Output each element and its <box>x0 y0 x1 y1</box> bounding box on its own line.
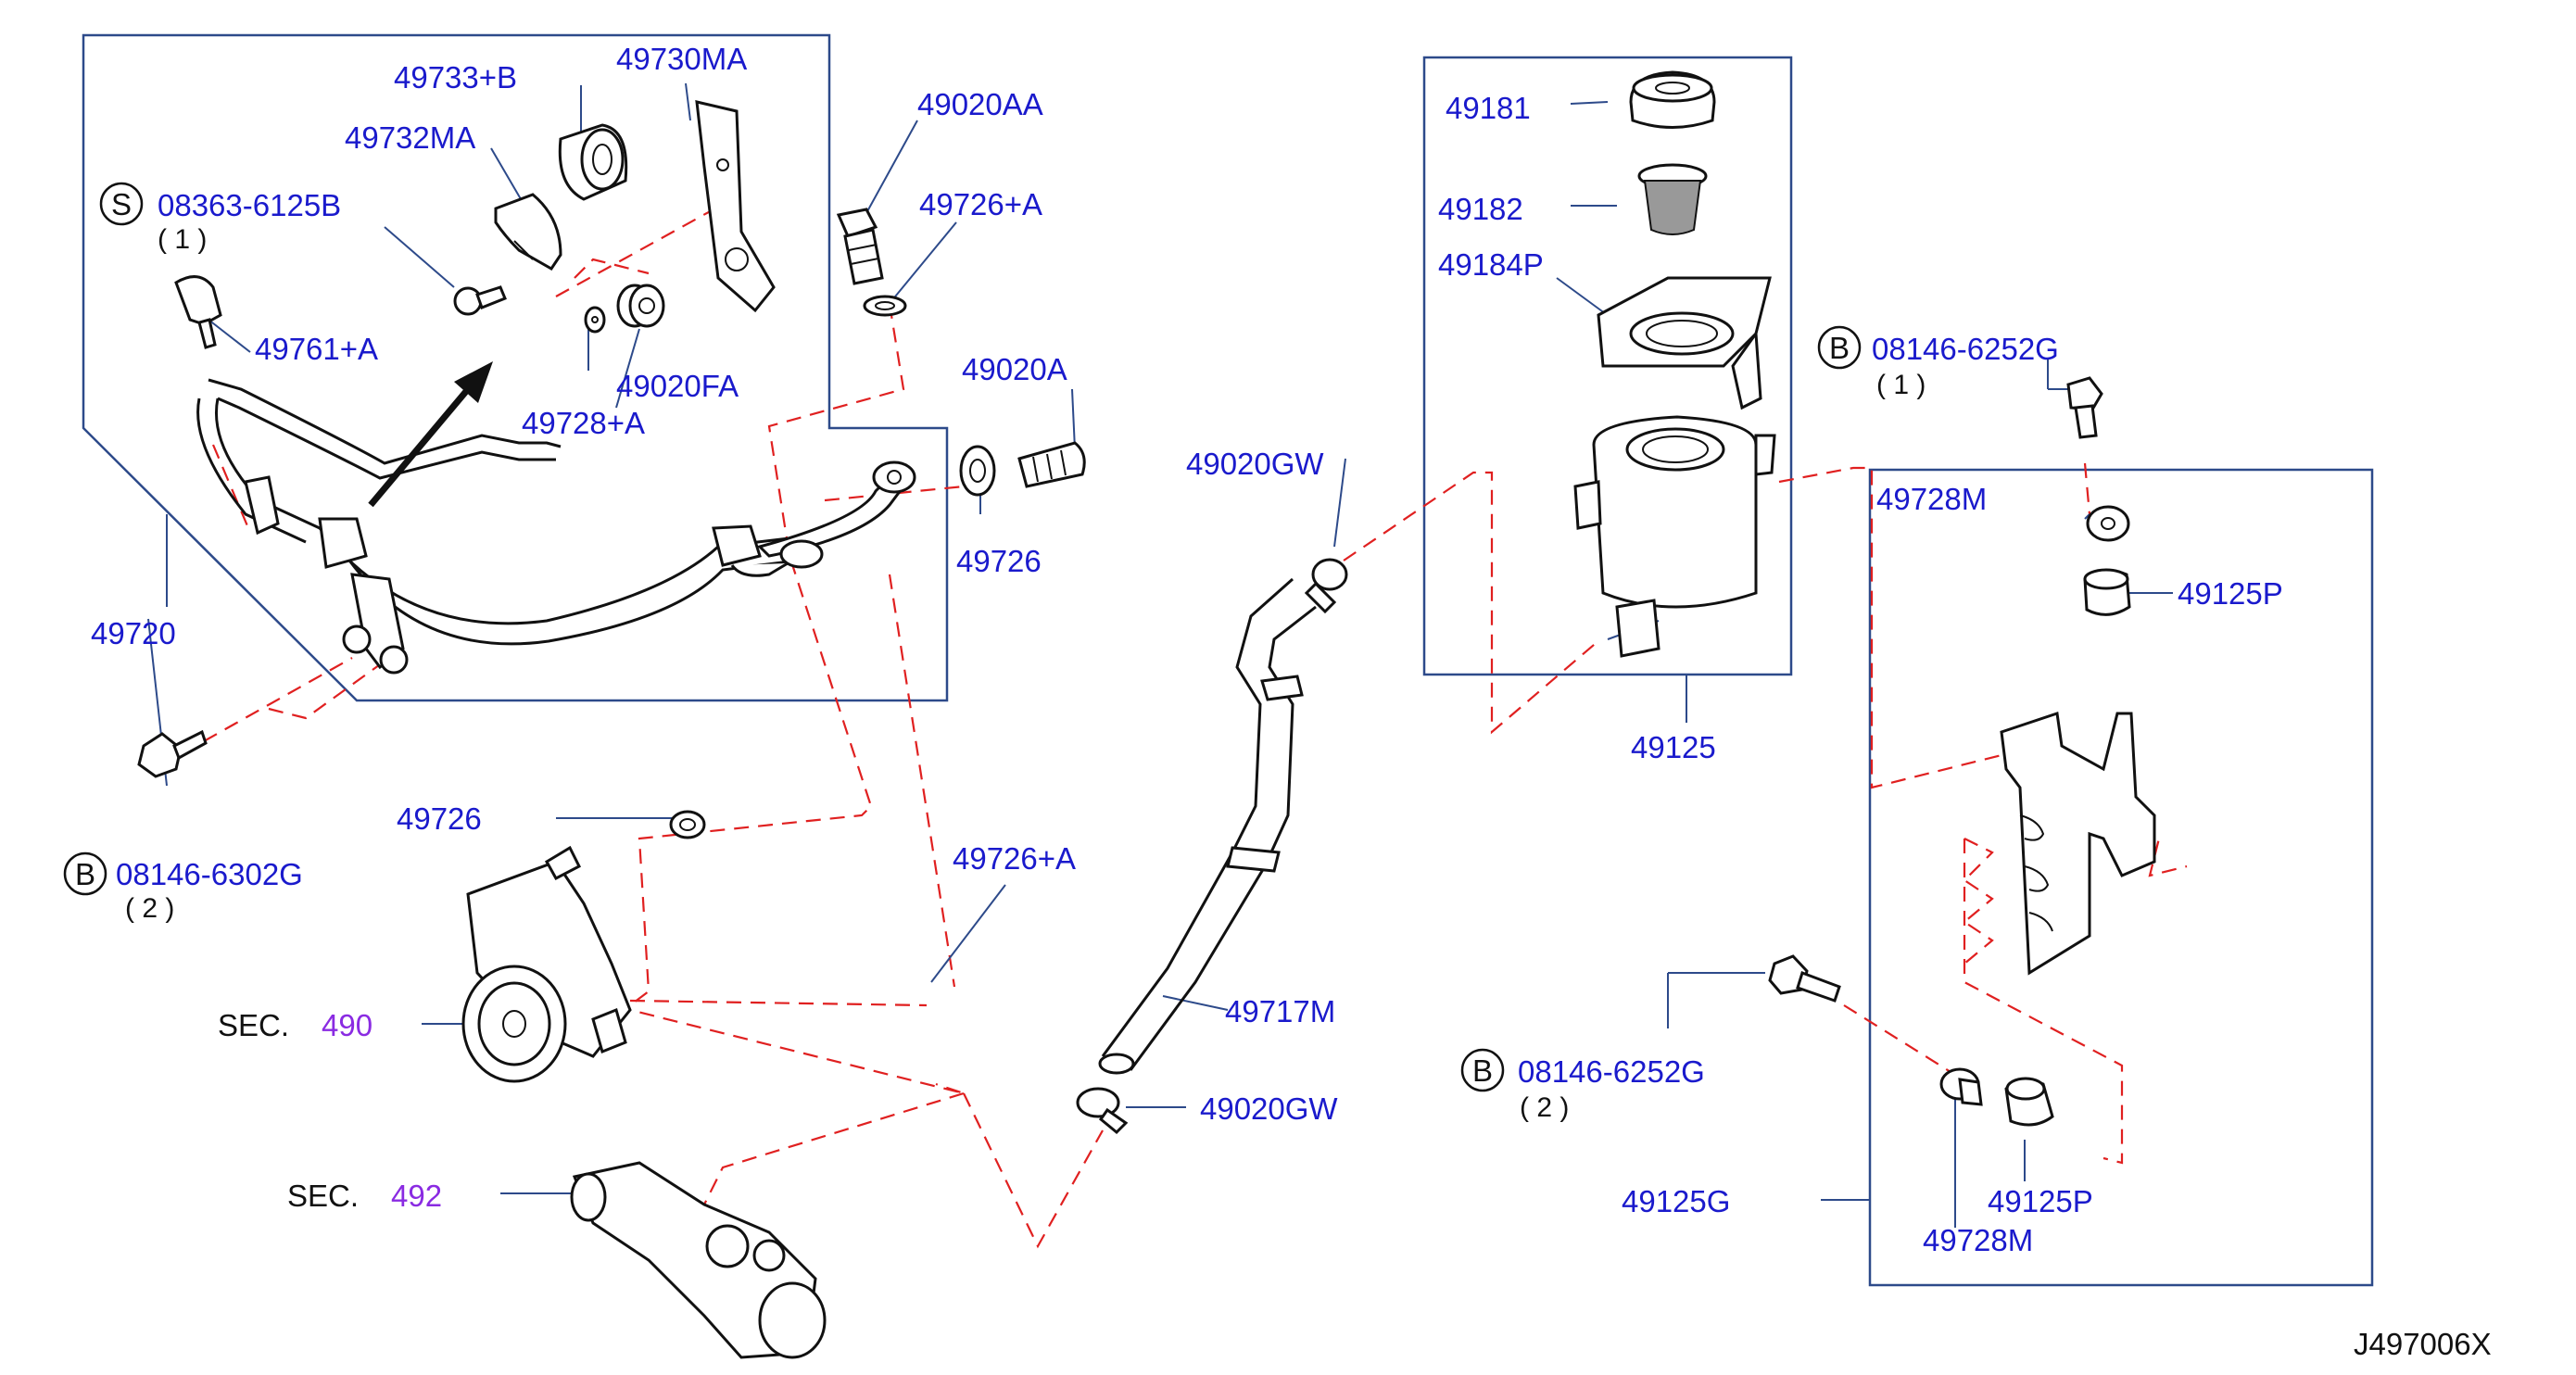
washer-49726a-top <box>863 295 907 317</box>
reservoir-frame <box>1422 56 1793 676</box>
sec-490-prefix: SEC. <box>218 1008 289 1042</box>
svg-text:B: B <box>1829 331 1850 365</box>
reservoir-cap-49181 <box>1629 70 1716 129</box>
label-49182: 49182 <box>1438 192 1523 226</box>
b-marker-bottom-right: B <box>1460 1048 1505 1092</box>
svg-text:B: B <box>75 857 95 891</box>
pipe-assembly-frame <box>82 33 949 702</box>
svg-text:B: B <box>1472 1053 1493 1088</box>
eye-bolt-49020a <box>1017 441 1086 488</box>
label-49020fa: 49020FA <box>616 369 739 403</box>
label-49720: 49720 <box>91 616 176 650</box>
grommet-49125p-top <box>2083 568 2131 616</box>
qty-08146-6252g-bottom: ( 2 ) <box>1520 1092 1569 1123</box>
grommet-49125p-bottom <box>2004 1077 2054 1127</box>
label-49020a: 49020A <box>962 352 1067 386</box>
label-49730ma: 49730MA <box>616 42 747 76</box>
label-49125g: 49125G <box>1622 1184 1730 1218</box>
label-49733b: 49733+B <box>394 60 517 95</box>
eye-bolt-49020aa <box>836 208 884 285</box>
washer-49728a <box>584 306 606 334</box>
arrow-up-right-icon <box>368 361 493 508</box>
diagram-code: J497006X <box>2354 1327 2492 1361</box>
label-08146-6252g-bottom: 08146-6252G <box>1518 1054 1705 1089</box>
b-marker-top-right: B <box>1817 325 1862 370</box>
reservoir-tank <box>1573 415 1776 658</box>
label-08146-6252g-top: 08146-6252G <box>1872 332 2059 366</box>
sec-492-prefix: SEC. <box>287 1179 359 1213</box>
label-49726a-top: 49726+A <box>919 187 1042 221</box>
label-49726a-mid: 49726+A <box>953 841 1076 876</box>
bracket-49730ma <box>695 100 776 313</box>
label-49125p-top: 49125P <box>2178 576 2283 611</box>
sec-492-number: 492 <box>391 1179 442 1213</box>
steering-gear <box>570 1161 827 1359</box>
washer-49728m-bottom <box>1939 1067 1983 1106</box>
bolt-08146-6302g <box>137 729 208 778</box>
label-49728a: 49728+A <box>522 406 645 440</box>
label-49761a: 49761+A <box>255 332 378 366</box>
pressure-pipe-49720 <box>196 378 916 675</box>
bolt-08146-6252g-bottom <box>1768 954 1841 1003</box>
label-49726-left: 49726 <box>397 801 482 836</box>
qty-08146-6252g-top: ( 1 ) <box>1876 370 1926 400</box>
b-marker-left: B <box>63 851 107 896</box>
washer-49726-left <box>669 810 706 839</box>
bushing-49733b <box>558 123 628 201</box>
mounting-bracket <box>2000 712 2156 976</box>
label-49726-right: 49726 <box>956 544 1042 578</box>
power-steering-pump <box>461 845 632 1083</box>
svg-text:S: S <box>111 187 132 221</box>
s-marker: S <box>99 182 144 226</box>
union-49761a <box>174 275 222 349</box>
clamp-49732ma <box>494 193 562 271</box>
hose-clamp-49020gw-bottom <box>1076 1087 1129 1135</box>
washer-49726-right <box>959 445 996 497</box>
label-49728m-top: 49728M <box>1876 482 1987 516</box>
label-08146-6302g: 08146-6302G <box>116 857 303 891</box>
label-49125: 49125 <box>1631 730 1716 764</box>
return-hose-49717m <box>1098 577 1317 1075</box>
label-49020aa: 49020AA <box>917 87 1043 121</box>
qty-08146-6302g: ( 2 ) <box>125 893 174 924</box>
label-49732ma: 49732MA <box>345 120 475 155</box>
label-08363-6125b: 08363-6125B <box>158 188 341 222</box>
hose-clamp-49020gw-top <box>1304 558 1348 614</box>
label-49020gw-top: 49020GW <box>1186 447 1324 481</box>
label-49184p: 49184P <box>1438 247 1544 282</box>
label-49717m: 49717M <box>1225 994 1335 1028</box>
bolt-08363-6125b <box>453 285 507 316</box>
sec-490-number: 490 <box>322 1008 373 1042</box>
label-49181: 49181 <box>1446 91 1531 125</box>
label-49728m-bottom: 49728M <box>1923 1223 2033 1257</box>
washer-49728m-top <box>2086 505 2130 542</box>
qty-08363-6125b: ( 1 ) <box>158 224 207 255</box>
label-49125p-bottom: 49125P <box>1988 1184 2093 1218</box>
strainer-49182 <box>1637 163 1708 235</box>
bolt-08146-6252g-top <box>2066 376 2103 439</box>
bracket-frame <box>1868 468 2374 1287</box>
dashed-guide-lines <box>203 198 2188 1249</box>
grommet-49020fa <box>616 284 665 328</box>
label-49020gw-bottom: 49020GW <box>1200 1091 1338 1126</box>
reservoir-bracket-49184p <box>1597 276 1772 410</box>
